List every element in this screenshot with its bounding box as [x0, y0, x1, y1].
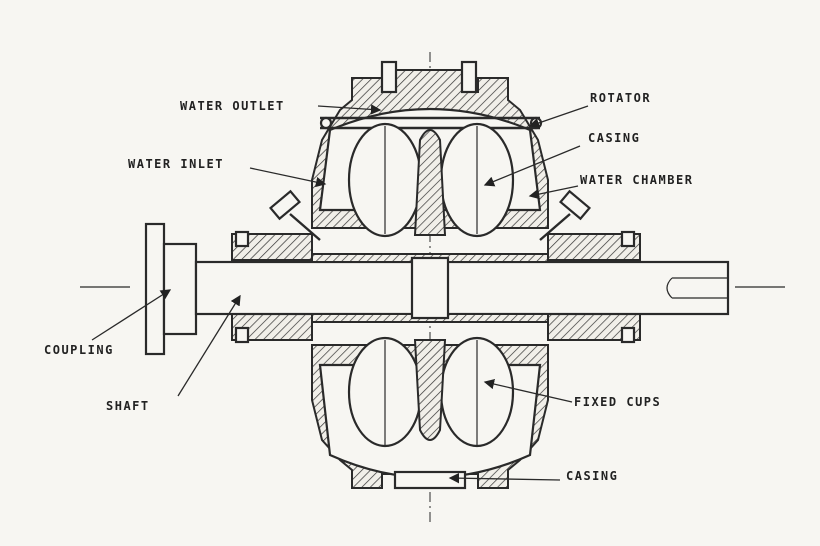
label-fixed-cups: FIXED CUPS: [574, 395, 661, 409]
leader-water-chamber: [528, 185, 579, 200]
label-casing-top: CASING: [588, 131, 640, 145]
label-water-chamber: WATER CHAMBER: [580, 173, 693, 187]
label-rotator: ROTATOR: [590, 91, 651, 105]
rotator-upper: [347, 122, 515, 238]
fixed-cups-lower: [347, 336, 515, 448]
label-shaft: SHAFT: [106, 399, 150, 413]
shaft: [194, 253, 730, 323]
leader-water-outlet: [317, 104, 382, 115]
bearing-right: [547, 230, 641, 344]
label-coupling: COUPLING: [44, 343, 114, 357]
leader-water-inlet: [249, 167, 327, 188]
label-casing-bottom: CASING: [566, 469, 618, 483]
leader-casing-bottom: [448, 472, 561, 484]
leader-coupling: [91, 289, 172, 341]
label-water-inlet: WATER INLET: [128, 157, 224, 171]
leader-rotator: [528, 105, 589, 128]
gland-valve-right: [539, 189, 592, 241]
leader-casing-top: [483, 145, 581, 187]
leader-shaft: [177, 294, 241, 397]
coupling-flange: [144, 222, 198, 356]
leader-fixed-cups: [483, 378, 573, 403]
label-water-outlet: WATER OUTLET: [180, 99, 285, 113]
bearing-left: [231, 230, 313, 344]
gland-valve-left: [268, 189, 321, 241]
leader-lines: [91, 104, 589, 484]
